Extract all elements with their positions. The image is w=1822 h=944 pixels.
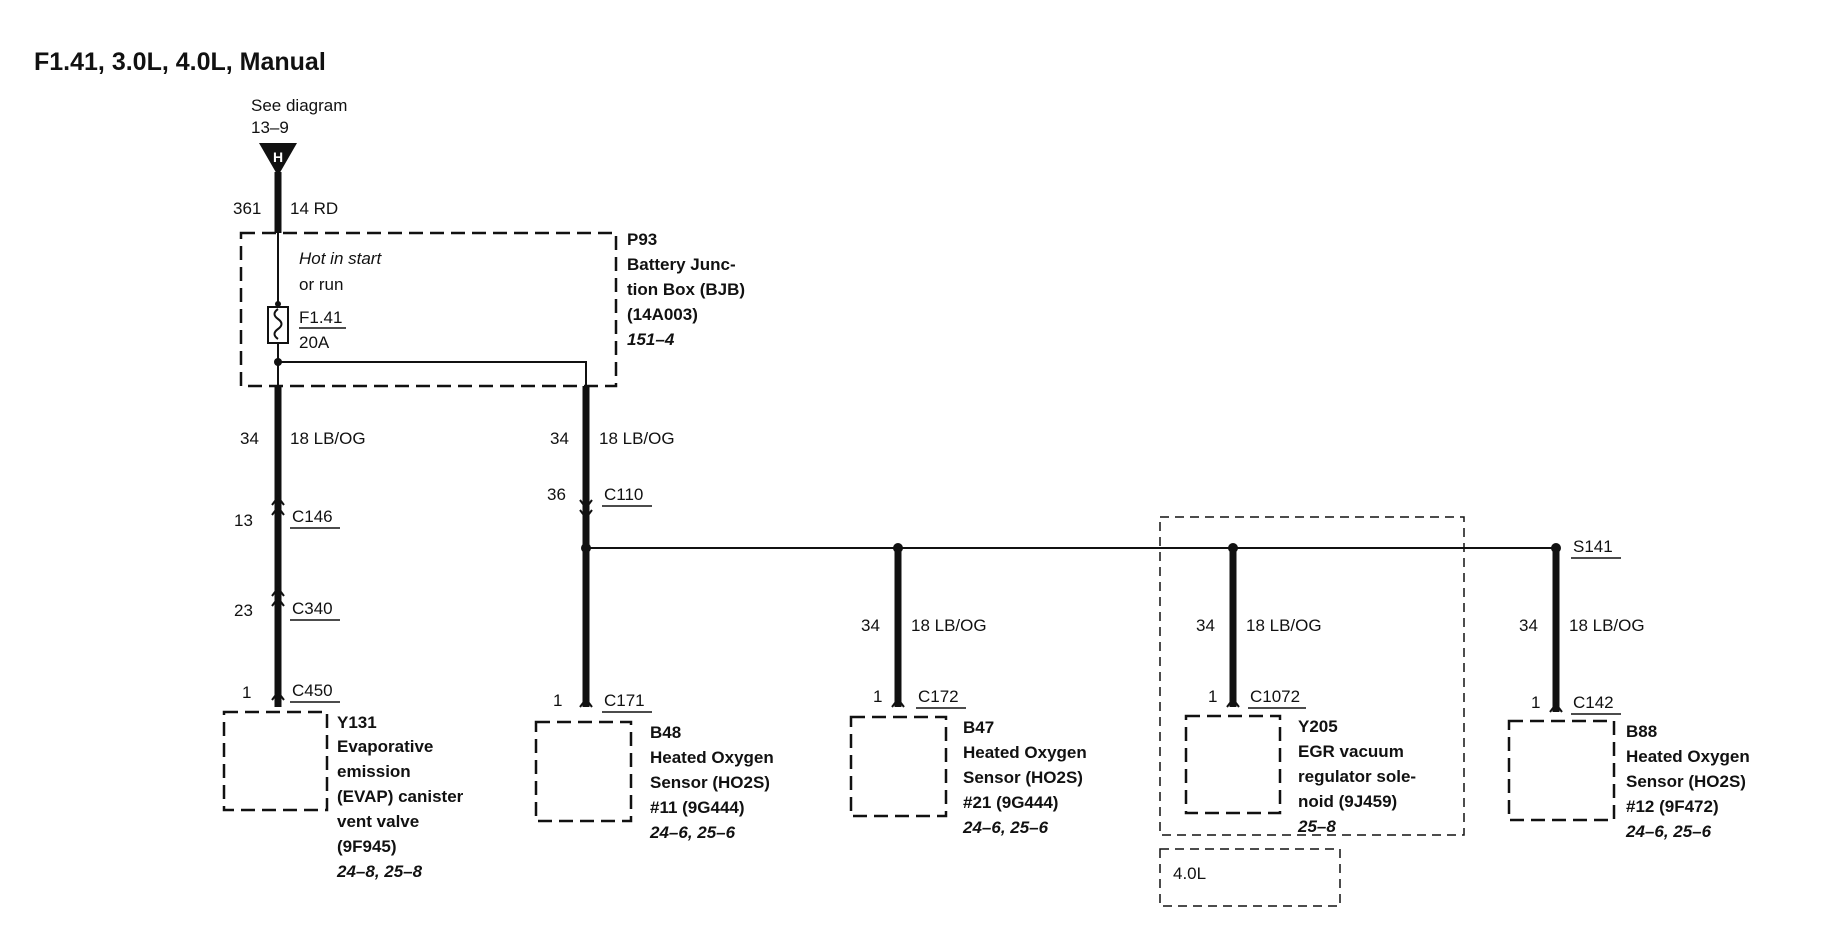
b88-ref: 24–6, 25–6 <box>1625 822 1712 841</box>
b88-id: B88 <box>1626 722 1657 741</box>
b88-line3: #12 (9F472) <box>1626 797 1719 816</box>
b48-id: B48 <box>650 723 681 742</box>
c171-label: C171 <box>604 691 645 710</box>
y205-ref: 25–8 <box>1297 817 1336 836</box>
b48-ref: 24–6, 25–6 <box>649 823 736 842</box>
y131-line3: (EVAP) canister <box>337 787 464 806</box>
b47-wire-color: 18 LB/OG <box>911 616 987 635</box>
y131-line1: Evaporative <box>337 737 433 756</box>
b47-id: B47 <box>963 718 994 737</box>
c340-pin: 23 <box>234 601 253 620</box>
b48-line2: Sensor (HO2S) <box>650 773 770 792</box>
bjb-part: (14A003) <box>627 305 698 324</box>
fuse-id: F1.41 <box>299 308 342 327</box>
b88-component-box <box>1507 719 1616 822</box>
b47-component-box <box>849 715 948 818</box>
b47-ref: 24–6, 25–6 <box>962 818 1049 837</box>
c172-pin: 1 <box>873 687 882 706</box>
wire-361-circuit: 361 <box>233 199 261 218</box>
bjb-ref: 151–4 <box>627 330 675 349</box>
battery-junction-box <box>239 231 618 388</box>
b48-line3: #11 (9G444) <box>650 798 745 817</box>
c340-label: C340 <box>292 599 333 618</box>
connector-h-letter: H <box>273 149 283 165</box>
b88-line1: Heated Oxygen <box>1626 747 1750 766</box>
y205-component-box <box>1184 714 1282 815</box>
b47-circuit: 34 <box>861 616 880 635</box>
y205-line2: regulator sole- <box>1298 767 1416 786</box>
b47-line2: Sensor (HO2S) <box>963 768 1083 787</box>
b47-line3: #21 (9G444) <box>963 793 1058 812</box>
b88-circuit: 34 <box>1519 616 1538 635</box>
y131-component-box <box>222 710 329 812</box>
mid-circuit: 34 <box>550 429 569 448</box>
c450-pin: 1 <box>242 683 251 702</box>
see-diagram-label: See diagram <box>251 96 347 115</box>
left-wire-color: 18 LB/OG <box>290 429 366 448</box>
y131-id: Y131 <box>337 713 377 732</box>
c110-pin: 36 <box>547 485 566 504</box>
b48-component-box <box>534 720 633 823</box>
c142-label: C142 <box>1573 693 1614 712</box>
left-circuit: 34 <box>240 429 259 448</box>
y131-line4: vent valve <box>337 812 419 831</box>
bjb-note-line1: Hot in start <box>299 249 382 268</box>
b48-line1: Heated Oxygen <box>650 748 774 767</box>
see-diagram-ref: 13–9 <box>251 118 289 137</box>
connector-h-symbol: H <box>259 143 297 176</box>
fuse-icon <box>267 306 289 344</box>
c450-label: C450 <box>292 681 333 700</box>
fuse-rating: 20A <box>299 333 330 352</box>
c171-pin: 1 <box>553 691 562 710</box>
engine-option-label: 4.0L <box>1173 864 1206 883</box>
y131-line2: emission <box>337 762 411 781</box>
mid-wire-color: 18 LB/OG <box>599 429 675 448</box>
wire-361-color: 14 RD <box>290 199 338 218</box>
bjb-name-line2: tion Box (BJB) <box>627 280 745 299</box>
y205-line1: EGR vacuum <box>1298 742 1404 761</box>
y205-line3: noid (9J459) <box>1298 792 1397 811</box>
y205-wire-color: 18 LB/OG <box>1246 616 1322 635</box>
c1072-pin: 1 <box>1208 687 1217 706</box>
c1072-label: C1072 <box>1250 687 1300 706</box>
c172-label: C172 <box>918 687 959 706</box>
y205-circuit: 34 <box>1196 616 1215 635</box>
engine-option-region <box>1159 516 1465 836</box>
b88-wire-color: 18 LB/OG <box>1569 616 1645 635</box>
engine-option-box <box>1159 848 1341 907</box>
splice-label: S141 <box>1573 537 1613 556</box>
bjb-name-line1: Battery Junc- <box>627 255 736 274</box>
c146-pin: 13 <box>234 511 253 530</box>
c142-pin: 1 <box>1531 693 1540 712</box>
c110-label: C110 <box>604 485 643 504</box>
diagram-title: F1.41, 3.0L, 4.0L, Manual <box>34 48 326 76</box>
bjb-note-line2: or run <box>299 275 343 294</box>
y131-part: (9F945) <box>337 837 397 856</box>
b47-line1: Heated Oxygen <box>963 743 1087 762</box>
b88-line2: Sensor (HO2S) <box>1626 772 1746 791</box>
bjb-split-wire <box>278 361 587 386</box>
bjb-id: P93 <box>627 230 657 249</box>
c146-label: C146 <box>292 507 333 526</box>
y205-id: Y205 <box>1298 717 1338 736</box>
y131-ref: 24–8, 25–8 <box>336 862 423 881</box>
